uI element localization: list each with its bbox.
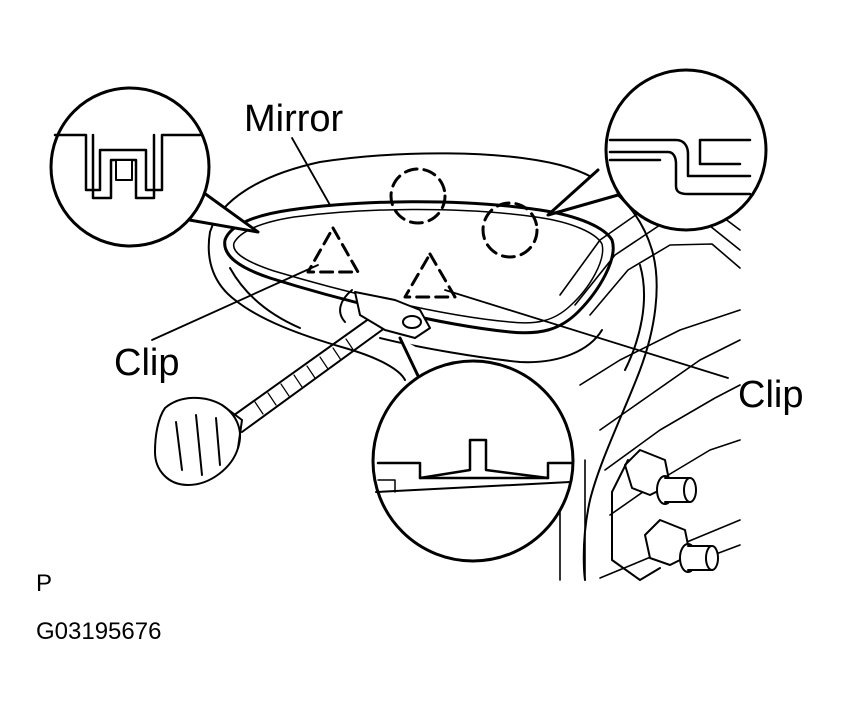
mirror-label: Mirror bbox=[244, 98, 344, 140]
mirror-leader bbox=[291, 137, 331, 206]
mirror-mount-bracket bbox=[339, 289, 431, 339]
clip-label-right: Clip bbox=[738, 374, 804, 416]
detail-callout-bottom bbox=[371, 336, 575, 563]
claw-markers bbox=[389, 167, 539, 259]
clip-markers bbox=[306, 226, 457, 299]
detail-callout-left bbox=[49, 86, 260, 248]
clip-right-leader bbox=[444, 289, 729, 379]
figure-code: G03195676 bbox=[36, 618, 162, 645]
clip-label-left: Clip bbox=[114, 342, 180, 384]
leader-lines bbox=[151, 137, 729, 379]
view-letter: P bbox=[36, 570, 53, 597]
clip-marker-2 bbox=[403, 252, 457, 299]
pillar-structure bbox=[559, 199, 741, 581]
claw-marker-1 bbox=[389, 167, 447, 225]
mirror-glass bbox=[223, 200, 615, 335]
clip-marker-1 bbox=[306, 226, 360, 274]
detail-callout-right bbox=[546, 68, 768, 232]
clip-left-leader bbox=[151, 264, 319, 341]
mirror-housing bbox=[207, 152, 658, 581]
claw-marker-2 bbox=[481, 201, 539, 259]
mounting-pins bbox=[611, 449, 719, 581]
screwdriver-icon bbox=[154, 309, 393, 486]
